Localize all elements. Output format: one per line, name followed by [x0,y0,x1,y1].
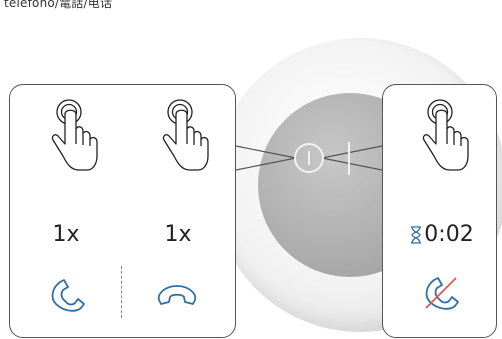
phone-answer-icon [46,274,86,314]
tap-hand-icon [412,98,474,178]
hangup-tap-count: 1x [138,222,218,247]
phone-hangup-icon [155,278,199,312]
panel-divider [121,266,122,318]
reject-timer: 0:02 [392,222,492,247]
hourglass-icon [410,226,422,244]
answer-tap-count: 1x [26,222,106,247]
tap-hand-icon [41,98,103,178]
phone-reject-icon [420,272,460,312]
reject-hold-time: 0:02 [424,222,473,247]
tap-hand-icon [152,98,214,178]
